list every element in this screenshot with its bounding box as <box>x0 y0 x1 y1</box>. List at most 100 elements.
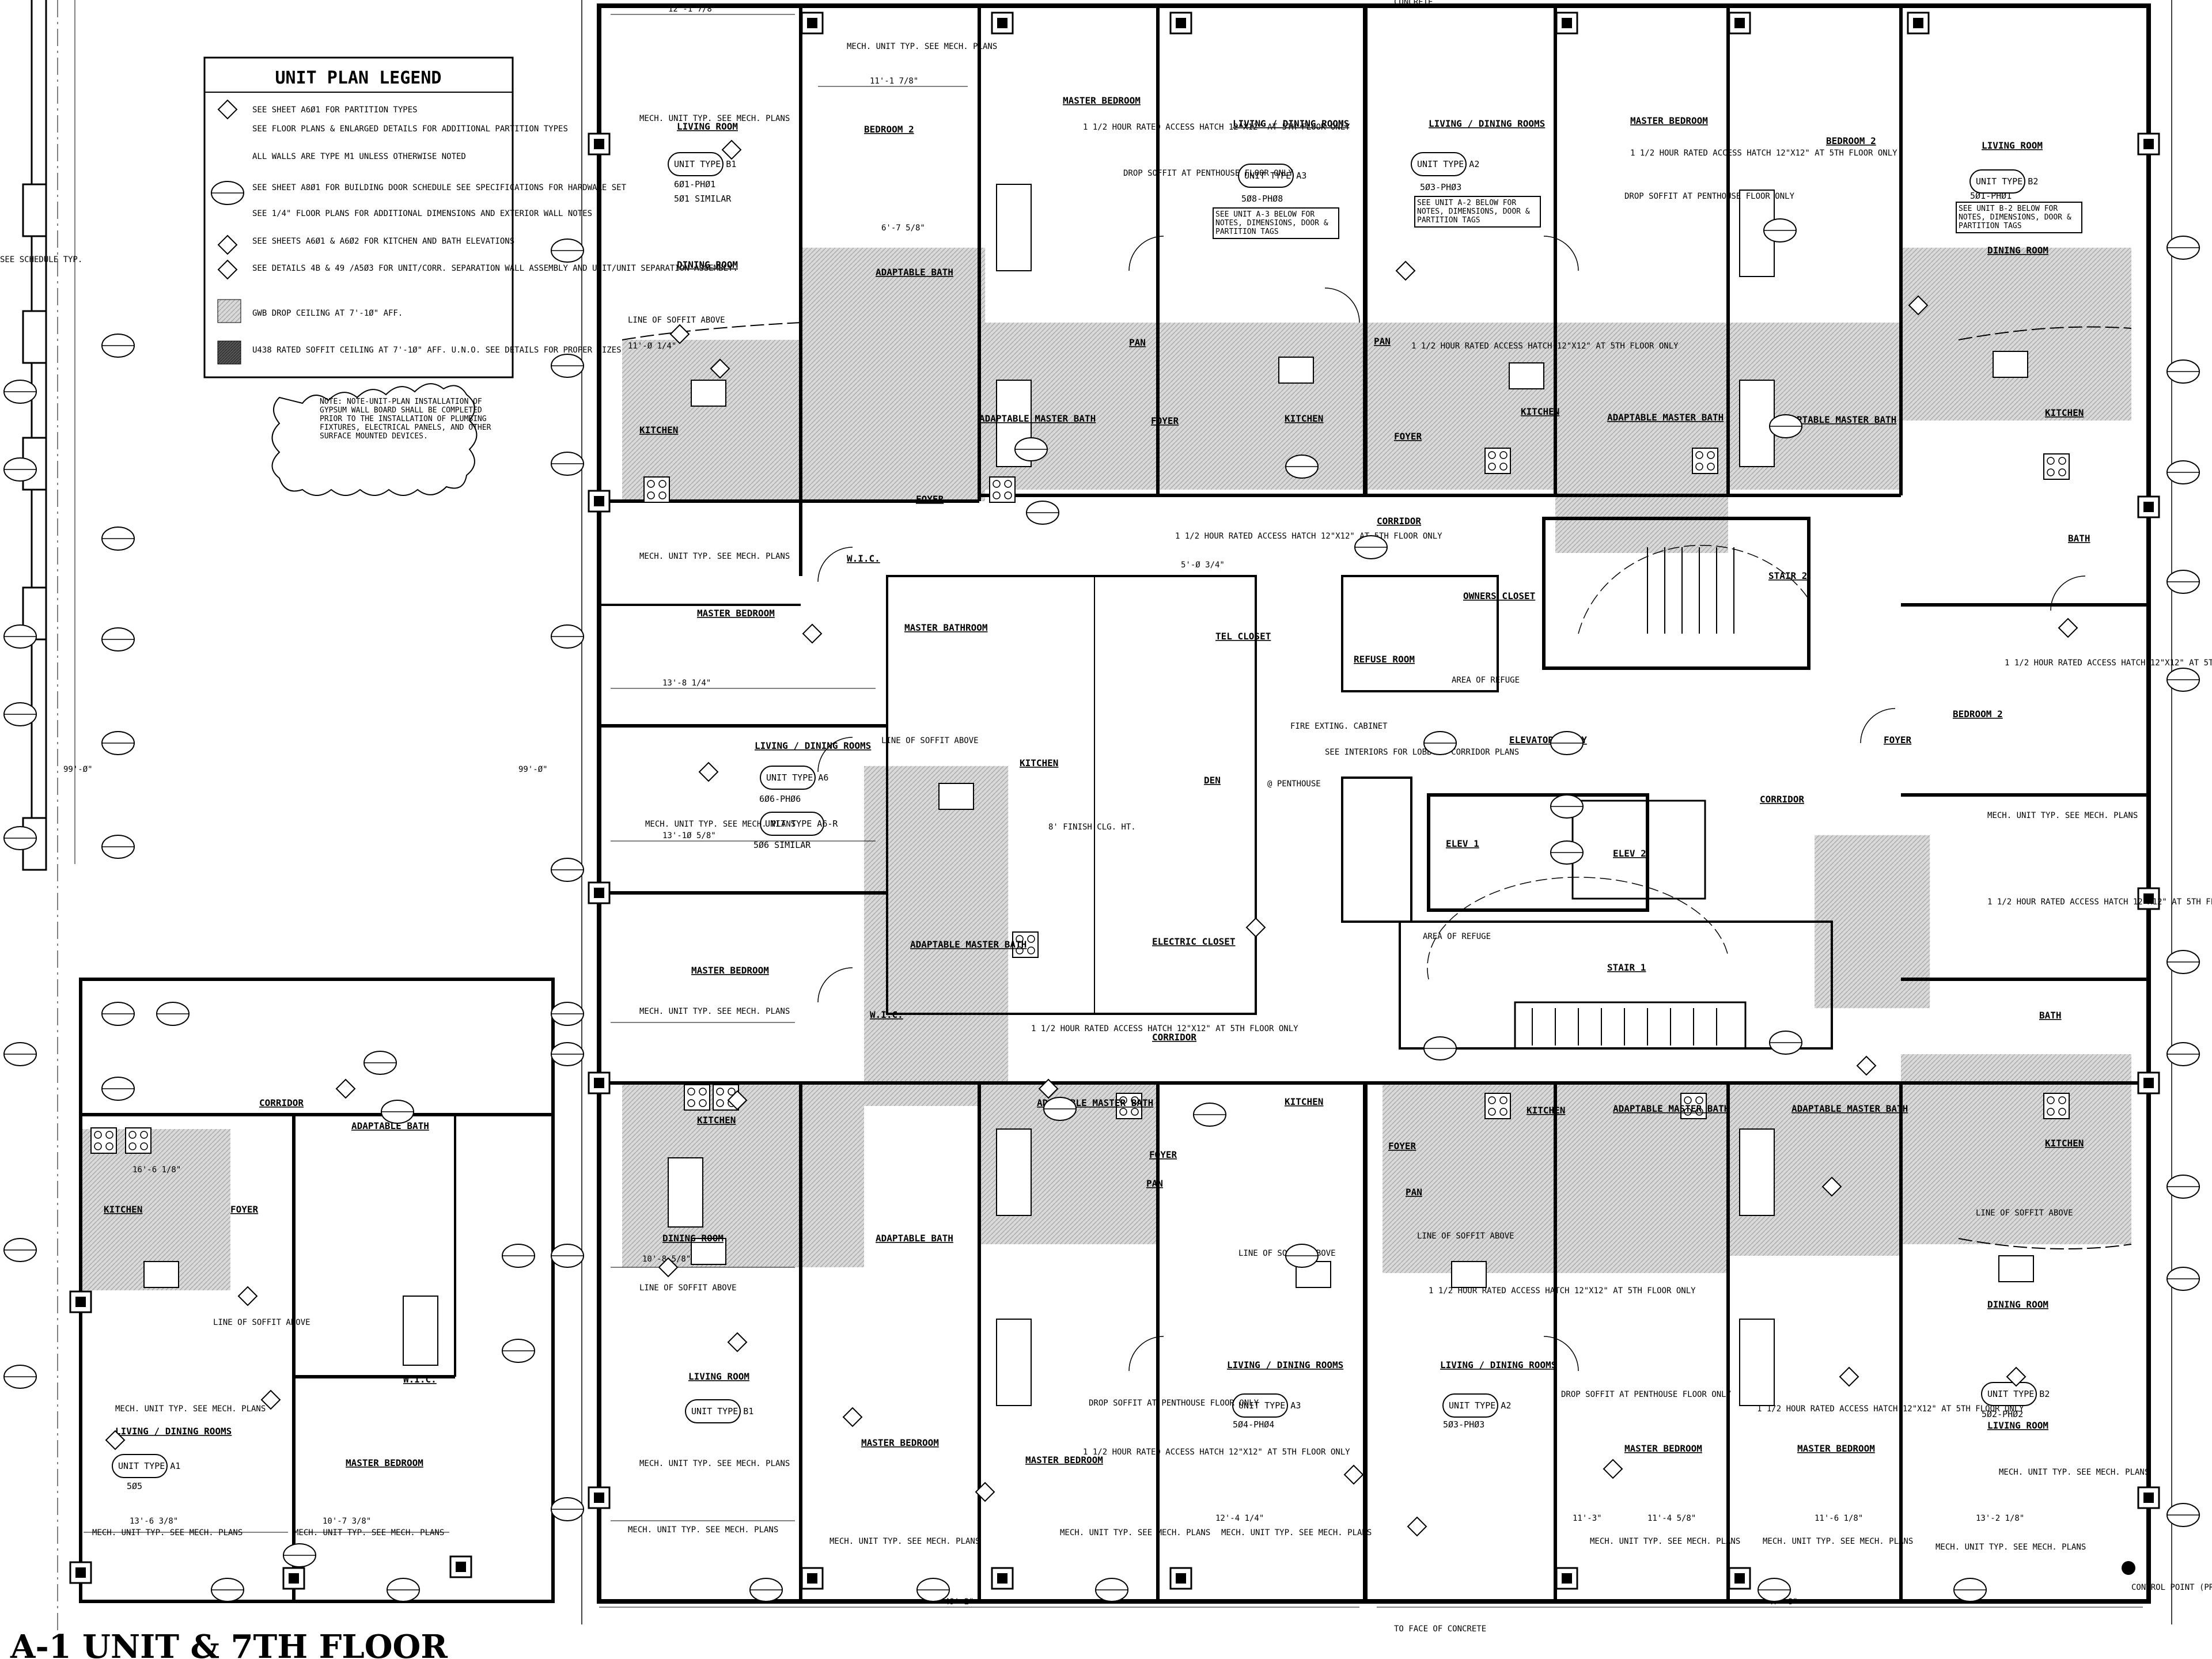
main-building <box>581 0 2172 1624</box>
access-hatch-note: 1 1/2 HOUR RATED ACCESS HATCH 12"X12" AT… <box>1630 149 1897 158</box>
unit-note: SEE UNIT A-2 BELOW FOR NOTES, DIMENSIONS… <box>1414 196 1541 228</box>
room-label: BATH <box>2068 533 2090 544</box>
room-label: KITCHEN <box>697 1115 736 1126</box>
line-of-soffit-note: LINE OF SOFFIT ABOVE <box>628 316 725 325</box>
room-label: PAN <box>1374 336 1391 347</box>
room-label: KITCHEN <box>1020 757 1058 768</box>
room-label: MASTER BEDROOM <box>861 1437 939 1448</box>
left-wall-strip <box>22 0 135 1636</box>
access-hatch-note: 1 1/2 HOUR RATED ACCESS HATCH 12"X12" AT… <box>1757 1404 2024 1414</box>
room-label: KITCHEN <box>639 425 678 435</box>
room-label: ADAPTABLE MASTER BATH <box>1780 414 1896 425</box>
unit-numbers: 5Ø3-PHØ3 <box>1420 182 1461 192</box>
gwb-installation-note: NOTE: NOTE-UNIT-PLAN INSTALLATION OF GYP… <box>271 383 491 496</box>
unit-numbers: 5Ø8-PHØ8 <box>1241 194 1283 204</box>
room-label: LIVING ROOM <box>1987 1420 2048 1431</box>
dimension-strings <box>84 14 2143 1608</box>
room-label: W.I.C. <box>403 1374 437 1385</box>
room-label: LIVING ROOM <box>688 1371 749 1382</box>
mech-note: MECH. UNIT TYP. SEE MECH. PLANS <box>639 114 790 123</box>
sheet-title: A-1 UNIT & 7TH FLOOR <box>10 1628 448 1659</box>
unit-note: SEE UNIT B-2 BELOW FOR NOTES, DIMENSIONS… <box>1956 202 2082 233</box>
penthouse-note: @ PENTHOUSE <box>1267 779 1321 789</box>
dimension: 6'-7 5/8" <box>881 224 925 233</box>
access-hatch-note: 1 1/2 HOUR RATED ACCESS HATCH 12"X12" AT… <box>1175 532 1442 541</box>
dimension: 13'-6 3/8" <box>130 1517 178 1526</box>
room-label: PAN <box>1146 1178 1163 1189</box>
bottom-concrete-note: TO FACE OF CONCRETE <box>1394 1624 1486 1634</box>
room-label: ELECTRIC CLOSET <box>1152 936 1236 947</box>
legend-item-1: SEE FLOOR PLANS & ENLARGED DETAILS FOR A… <box>252 124 568 134</box>
mech-note: MECH. UNIT TYP. SEE MECH. PLANS <box>639 1459 790 1468</box>
room-label: W.I.C. <box>847 553 880 564</box>
control-point-label: CONTROL POINT (PROJECT Ø,Ø) <box>2131 1583 2212 1592</box>
access-hatch-note: 1 1/2 HOUR RATED ACCESS HATCH 12"X12" AT… <box>1987 897 2212 907</box>
room-label: LIVING ROOM <box>677 121 738 132</box>
mech-note: MECH. UNIT TYP. SEE MECH. PLANS <box>639 552 790 561</box>
drop-soffit-note: DROP SOFFIT AT PENTHOUSE FLOOR ONLY <box>1624 192 1795 201</box>
room-label: ADAPTABLE BATH <box>351 1120 429 1131</box>
control-point-icon <box>2122 1561 2135 1575</box>
room-label: MASTER BEDROOM <box>1025 1455 1103 1465</box>
unit-plan-legend: UNIT PLAN LEGEND SEE SHEET A6Ø1 FOR PART… <box>203 56 738 378</box>
room-label: MASTER BEDROOM <box>697 608 775 619</box>
room-label: LIVING / DINING ROOMS <box>115 1426 232 1437</box>
room-label: MASTER BEDROOM <box>1630 115 1708 126</box>
finish-ceiling-note: 8' FINISH CLG. HT. <box>1048 823 1136 832</box>
access-hatch-note: 1 1/2 HOUR RATED ACCESS HATCH 12"X12" AT… <box>2005 658 2212 668</box>
room-label: STAIR 2 <box>1768 570 1807 581</box>
mech-note: MECH. UNIT TYP. SEE MECH. PLANS <box>639 1007 790 1016</box>
line-of-soffit-note: LINE OF SOFFIT ABOVE <box>1976 1209 2073 1218</box>
legend-item-4: SEE 1/4" FLOOR PLANS FOR ADDITIONAL DIME… <box>252 209 592 218</box>
dimension: 11'-1 7/8" <box>870 77 918 86</box>
unit-type-label: UNIT TYPE A2 <box>1417 159 1479 169</box>
dimension: 11'-Ø 1/4" <box>628 342 676 351</box>
room-label: CORRIDOR <box>259 1097 304 1108</box>
room-label: ADAPTABLE MASTER BATH <box>1613 1103 1729 1114</box>
drop-soffit-note: DROP SOFFIT AT PENTHOUSE FLOOR ONLY <box>1561 1390 1732 1399</box>
room-label: OWNERS CLOSET <box>1463 590 1535 601</box>
room-label: ADAPTABLE MASTER BATH <box>910 939 1027 950</box>
room-label: FOYER <box>1884 734 1912 745</box>
dimension: 10'-7 3/8" <box>323 1517 371 1526</box>
note-text: NOTE: NOTE-UNIT-PLAN INSTALLATION OF GYP… <box>320 397 491 441</box>
dimension-labels: 12'-1 7/8" 11'-1 7/8" 6'-7 5/8" 11'-Ø 1/… <box>63 5 2024 1607</box>
unit-type-tags: UNIT TYPE B1 6Ø1-PHØ1 5Ø1 SIMILAR UNIT T… <box>112 152 2082 1491</box>
unit-type-label: UNIT TYPE A1 <box>118 1461 180 1471</box>
mech-note: MECH. UNIT TYP. SEE MECH. PLANS <box>1060 1528 1210 1537</box>
room-labels: LIVING ROOM DINING ROOM KITCHEN MASTER B… <box>104 95 2090 1468</box>
dimension: 11'-4 5/8" <box>1647 1514 1696 1523</box>
room-label: ELEV 2 <box>1613 848 1646 859</box>
room-label: PAN <box>1129 337 1146 348</box>
room-label: BATH <box>2039 1010 2062 1021</box>
room-label: PAN <box>1406 1187 1422 1198</box>
area-of-refuge-note: AREA OF REFUGE <box>1452 676 1520 685</box>
unit-numbers: 5Ø2-PHØ2 <box>1982 1409 2023 1419</box>
room-label: STAIR 1 <box>1607 962 1646 973</box>
unit-numbers: 6Ø6-PHØ6 <box>759 794 801 804</box>
room-label: ADAPTABLE MASTER BATH <box>1607 412 1724 423</box>
room-label: FOYER <box>1388 1141 1416 1152</box>
room-label: REFUSE ROOM <box>1354 654 1415 665</box>
legend-item-0: SEE SHEET A6Ø1 FOR PARTITION TYPES <box>252 105 418 115</box>
mech-note: MECH. UNIT TYP. SEE MECH. PLANS <box>1936 1543 2086 1552</box>
unit-type-label: UNIT TYPE A3 <box>1244 171 1306 181</box>
room-label: CORRIDOR <box>1377 516 1421 527</box>
room-label: MASTER BEDROOM <box>1063 95 1141 106</box>
legend-item-3: SEE SHEET A8Ø1 FOR BUILDING DOOR SCHEDUL… <box>252 183 627 192</box>
mech-note: MECH. UNIT TYP. SEE MECH. PLANS <box>92 1528 243 1537</box>
access-hatch-note: 1 1/2 HOUR RATED ACCESS HATCH 12"X12" AT… <box>1411 342 1679 351</box>
access-hatch-note: 1 1/2 HOUR RATED ACCESS HATCH 12"X12" AT… <box>1429 1286 1696 1296</box>
mech-note: MECH. UNIT TYP. SEE MECH. PLANS <box>294 1528 444 1537</box>
room-label: MASTER BEDROOM <box>1797 1443 1875 1454</box>
room-label: MASTER BEDROOM <box>346 1457 423 1468</box>
mech-note: MECH. UNIT TYP. SEE MECH. PLANS <box>628 1525 778 1535</box>
dimension: 16'-6 1/8" <box>132 1165 181 1175</box>
unit-type-label: UNIT TYPE A3 <box>1238 1400 1301 1411</box>
room-label: DINING ROOM <box>662 1233 724 1244</box>
access-hatch-note: 1 1/2 HOUR RATED ACCESS HATCH 12"X12" AT… <box>1083 123 1350 132</box>
unit-numbers: 5Ø4-PHØ4 <box>1233 1419 1274 1430</box>
dimension: 13'-2 1/8" <box>1976 1514 2024 1523</box>
unit-type-label: UNIT TYPE B1 <box>674 159 736 169</box>
mech-note: MECH. UNIT TYP. SEE MECH. PLANS <box>115 1404 266 1414</box>
